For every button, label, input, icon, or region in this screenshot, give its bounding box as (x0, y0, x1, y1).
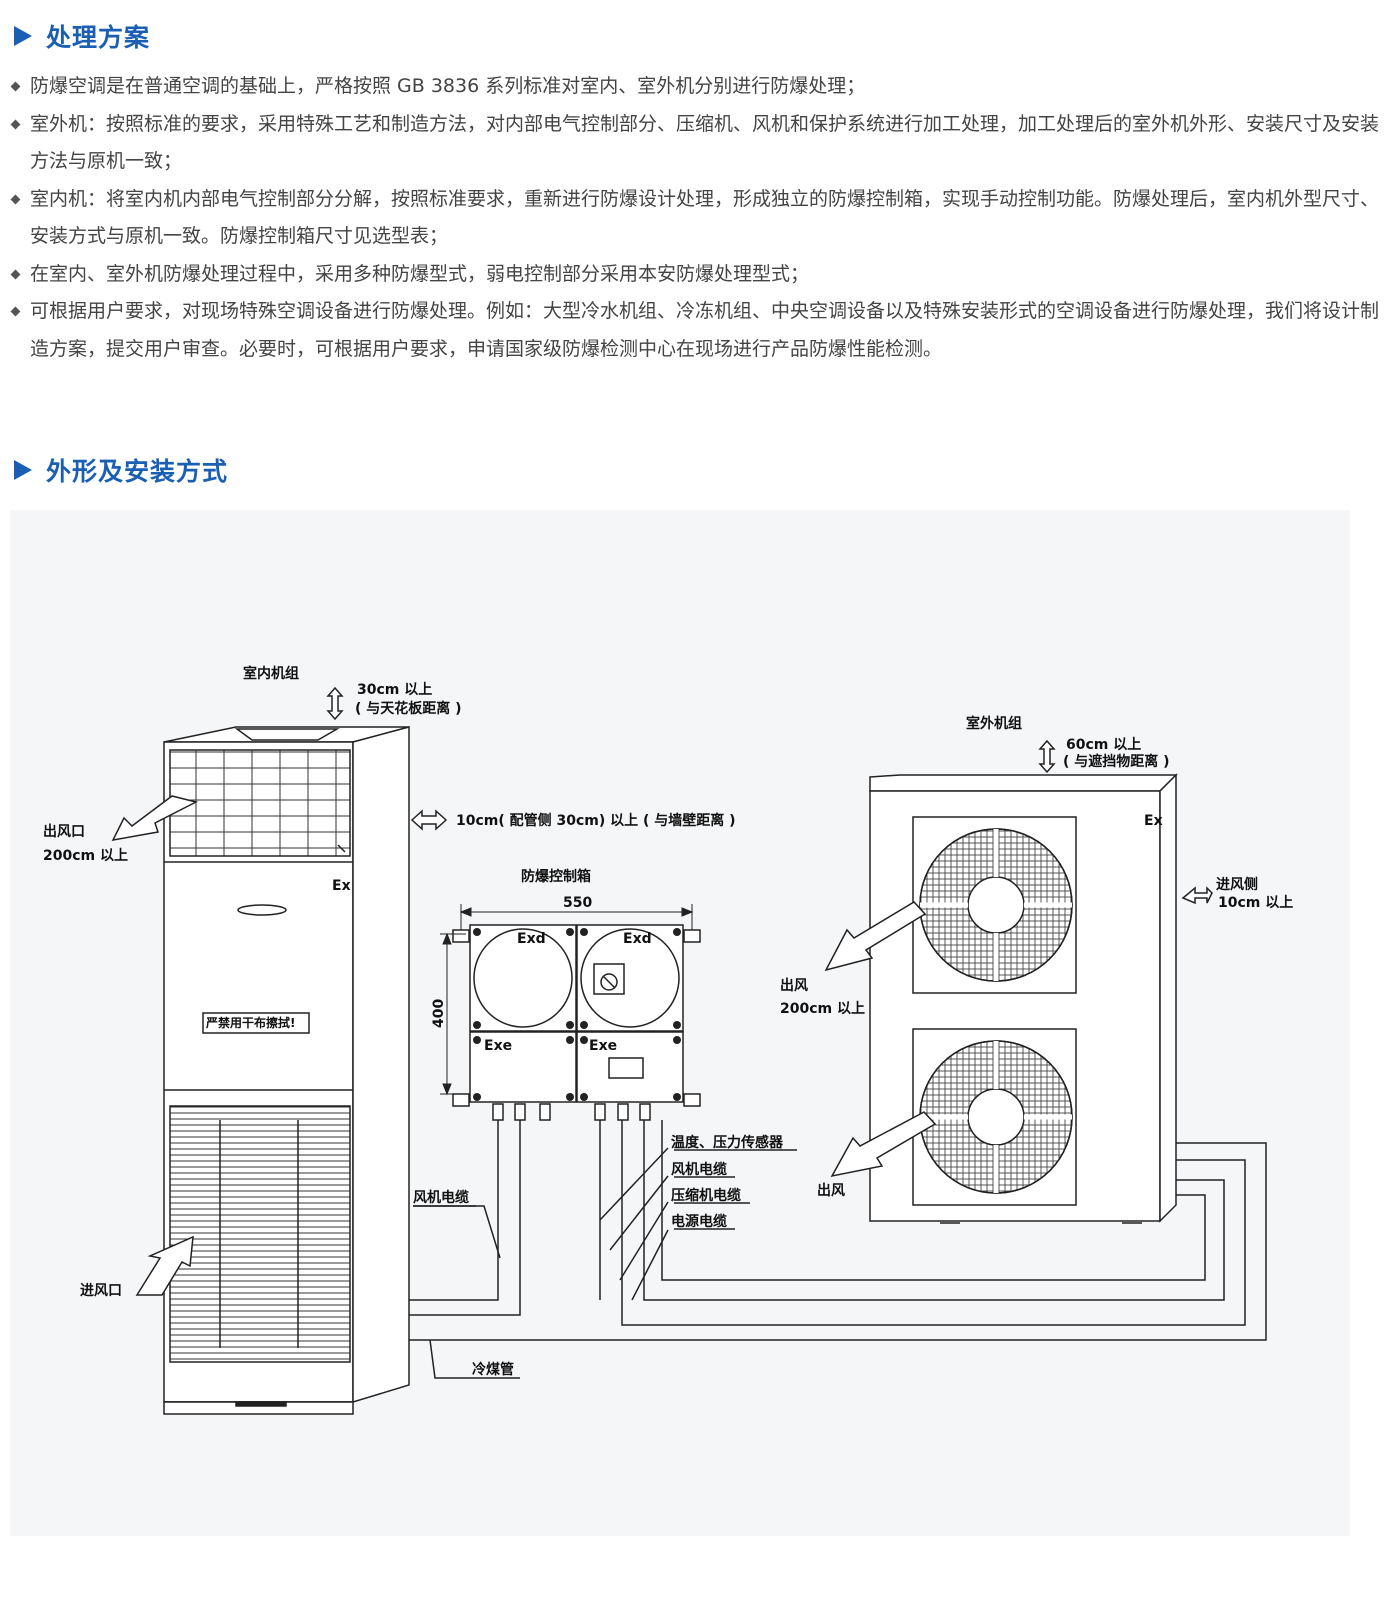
exe-label-right: Exe (589, 1038, 617, 1054)
refrigerant-pipe-label: 冷煤管 (472, 1361, 514, 1378)
air-out-label-lower: 出风 (817, 1182, 845, 1199)
outlet-label: 出风口 (43, 823, 85, 840)
exd-label-right: Exd (623, 931, 652, 947)
height-dimension: 400 (431, 999, 447, 1028)
inlet-arrow-icon (135, 1235, 194, 1296)
compressor-cable-label: 压缩机电缆 (671, 1187, 741, 1204)
vertical-double-arrow-icon (1038, 739, 1056, 774)
side-clearance-label: 10cm( 配管侧 30cm) 以上 ( 与墙壁距离 ) (456, 812, 736, 829)
list-item-text: 室外机：按照标准的要求，采用特殊工艺和制造方法，对内部电气控制部分、压缩机、风机… (30, 112, 1380, 173)
cable-glands (492, 1103, 651, 1121)
diamond-bullet-icon (10, 81, 21, 92)
exe-label-left: Exe (484, 1038, 512, 1054)
list-item-text: 可根据用户要求，对现场特殊空调设备进行防爆处理。例如：大型冷水机组、冷冻机组、中… (30, 300, 1380, 360)
section-title-solution: 处理方案 (14, 18, 150, 54)
list-item: 防爆空调是在普通空调的基础上，严格按照 GB 3836 系列标准对室内、室外机分… (10, 68, 1392, 106)
outdoor-unit-label: 室外机组 (966, 715, 1022, 732)
indoor-unit (163, 726, 410, 1415)
intake-side-label: 进风侧 (1216, 876, 1258, 893)
exd-label-left: Exd (517, 931, 546, 947)
diamond-bullet-icon (10, 269, 21, 279)
control-box-title: 防爆控制箱 (521, 868, 591, 885)
installation-diagram-panel: 室内机组 30cm 以上 ( 与天花板距离 ) 10cm( 配管侧 30cm) … (10, 510, 1350, 1536)
section-title-install: 外形及安装方式 (14, 452, 228, 488)
indoor-unit-label: 室内机组 (243, 665, 299, 682)
list-item-text: 防爆空调是在普通空调的基础上，严格按照 GB 3836 系列标准对室内、室外机分… (30, 75, 866, 97)
diamond-bullet-icon (10, 306, 21, 317)
vertical-double-arrow-icon (326, 686, 344, 721)
list-item: 可根据用户要求，对现场特殊空调设备进行防爆处理。例如：大型冷水机组、冷冻机组、中… (10, 293, 1392, 368)
indoor-fan-cable-label: 风机电缆 (413, 1189, 469, 1206)
power-cable-label: 电源电缆 (671, 1213, 727, 1230)
outdoor-outlet-arrow-icon (824, 901, 927, 972)
intake-arrow-icon (1181, 886, 1213, 905)
explosion-proof-control-box (452, 924, 701, 1107)
top-clearance-note: ( 与天花板距离 ) (355, 700, 462, 717)
section-title-text: 外形及安装方式 (46, 457, 229, 486)
solution-list: 防爆空调是在普通空调的基础上，严格按照 GB 3836 系列标准对室内、室外机分… (10, 68, 1392, 368)
outdoor-unit (869, 773, 1178, 1224)
list-item: 室外机：按照标准的要求，采用特殊工艺和制造方法，对内部电气控制部分、压缩机、风机… (10, 106, 1392, 181)
outdoor-top-clearance: 60cm 以上 (1066, 737, 1141, 753)
diamond-bullet-icon (10, 119, 21, 129)
sensor-cable-label: 温度、压力传感器 (671, 1134, 784, 1151)
list-item-text: 在室内、室外机防爆处理过程中，采用多种防爆型式，弱电控制部分采用本安防爆处理型式… (30, 262, 810, 285)
horizontal-double-arrow-icon (410, 809, 448, 831)
intake-side-distance: 10cm 以上 (1218, 895, 1293, 911)
outlet-distance: 200cm 以上 (43, 848, 128, 864)
outdoor-ex-mark: Ex (1144, 813, 1163, 829)
triangle-bullet-icon (14, 26, 32, 46)
cables-and-pipes (409, 1120, 1267, 1379)
fan-cable-label: 风机电缆 (671, 1161, 727, 1178)
inlet-label: 进风口 (80, 1283, 122, 1299)
warning-label: 严禁用干布擦拭! (205, 1015, 295, 1030)
indoor-ex-mark: Ex (332, 878, 351, 894)
list-item-text: 室内机：将室内机内部电气控制部分分解，按照标准要求，重新进行防爆设计处理，形成独… (30, 187, 1380, 248)
box-bolts (473, 928, 681, 1101)
list-item: 室内机：将室内机内部电气控制部分分解，按照标准要求，重新进行防爆设计处理，形成独… (10, 181, 1392, 256)
diamond-bullet-icon (10, 194, 21, 204)
installation-diagram: 室内机组 30cm 以上 ( 与天花板距离 ) 10cm( 配管侧 30cm) … (43, 665, 1293, 1415)
outlet-arrow-icon (111, 795, 199, 841)
width-dimension: 550 (563, 895, 592, 911)
list-item: 在室内、室外机防爆处理过程中，采用多种防爆型式，弱电控制部分采用本安防爆处理型式… (10, 256, 1392, 294)
outdoor-top-note: ( 与遮挡物距离 ) (1063, 753, 1170, 770)
section-title-text: 处理方案 (46, 23, 151, 52)
diagram-labels: 室内机组 30cm 以上 ( 与天花板距离 ) 10cm( 配管侧 30cm) … (43, 665, 1293, 1378)
fan-spokes (920, 829, 1072, 1193)
air-out-distance: 200cm 以上 (780, 1001, 865, 1017)
top-clearance-label: 30cm 以上 (357, 682, 432, 698)
air-out-label-upper: 出风 (780, 977, 808, 994)
outdoor-outlet-arrow-icon (830, 1111, 937, 1178)
dimension-lines (440, 904, 694, 1096)
triangle-bullet-icon (14, 460, 32, 480)
